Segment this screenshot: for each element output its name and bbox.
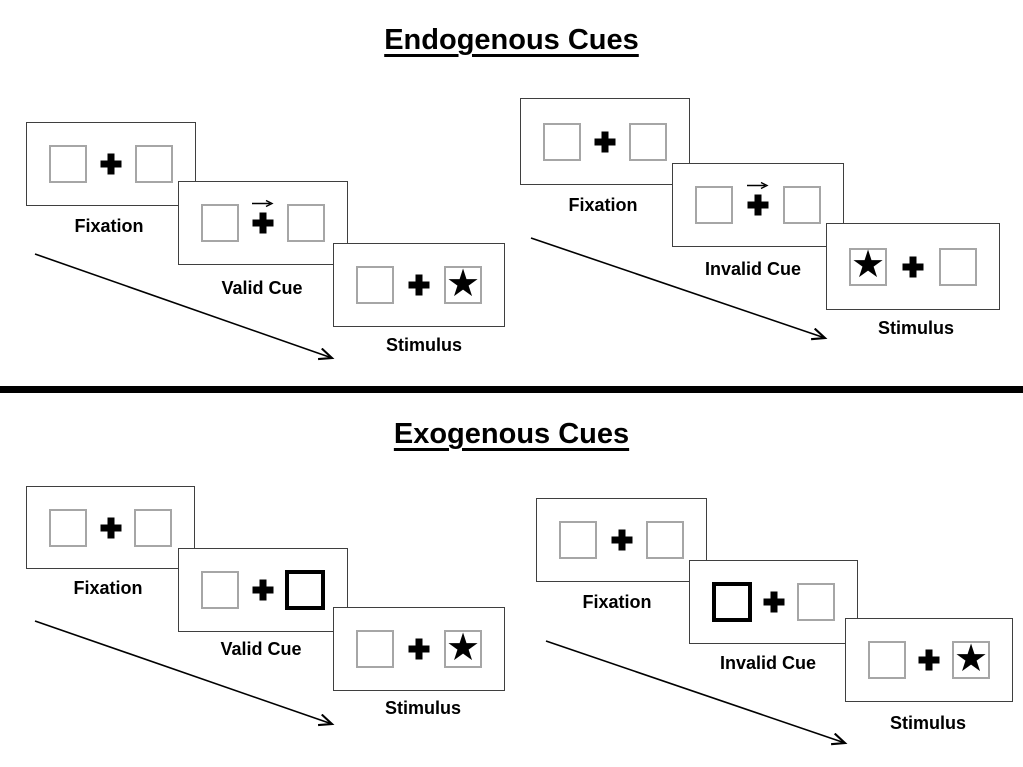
endogenous-valid-cue-panel xyxy=(178,181,348,265)
star-icon: ★ xyxy=(850,244,886,286)
exogenous-valid-cue-panel xyxy=(178,548,348,632)
exogenous-invalid-stimulus-panel: ★ xyxy=(845,618,1013,702)
fixation-cross-icon xyxy=(594,131,616,152)
right-placeholder-box xyxy=(135,145,173,183)
right-placeholder-box xyxy=(646,521,684,559)
left-placeholder-box xyxy=(559,521,597,559)
panel-label: Valid Cue xyxy=(221,278,303,298)
right-placeholder-box xyxy=(939,247,977,286)
sequence-timeline-arrow xyxy=(34,253,340,366)
panel-label: Fixation xyxy=(74,216,144,236)
fixation-cross-icon xyxy=(763,591,784,613)
endogenous-invalid-cue-panel xyxy=(672,163,844,247)
panel-label: Fixation xyxy=(73,578,143,598)
left-placeholder-box xyxy=(356,266,394,304)
left-cued-box xyxy=(712,582,752,622)
endogenous-valid-fixation-panel xyxy=(26,122,196,206)
right-placeholder-box xyxy=(797,583,835,621)
sequence-timeline-arrow xyxy=(530,237,831,346)
cue-arrow-icon xyxy=(747,181,769,190)
exogenous-invalid-cue-panel xyxy=(689,560,858,644)
panel-label: Stimulus xyxy=(385,335,462,355)
fixation-cross-icon xyxy=(747,194,769,216)
cue-arrow-icon xyxy=(252,199,274,208)
exogenous-valid-fixation-panel xyxy=(26,486,195,569)
right-cued-box xyxy=(285,570,325,610)
left-placeholder-box xyxy=(49,145,87,183)
section-title-endogenous: Endogenous Cues xyxy=(384,24,639,56)
fixation-cross-icon xyxy=(252,579,274,601)
left-placeholder-box xyxy=(868,641,906,679)
panel-label: Stimulus xyxy=(889,713,966,733)
star-icon: ★ xyxy=(445,626,481,669)
fixation-cross-icon xyxy=(100,153,122,175)
left-placeholder-box xyxy=(695,186,733,224)
left-stimulus-box: ★ xyxy=(849,244,887,286)
endogenous-valid-stimulus-panel: ★ xyxy=(333,243,505,327)
fixation-cross-icon xyxy=(408,274,430,296)
exogenous-invalid-fixation-panel xyxy=(536,498,707,582)
left-placeholder-box xyxy=(201,204,239,242)
fixation-cross-icon xyxy=(252,212,274,234)
endogenous-invalid-stimulus-panel: ★ xyxy=(826,223,1000,310)
panel-label: Stimulus xyxy=(384,698,461,718)
panel-label: Invalid Cue xyxy=(719,653,817,673)
left-placeholder-box xyxy=(49,508,87,547)
panel-label: Stimulus xyxy=(877,318,954,338)
fixation-cross-icon xyxy=(408,638,430,660)
exogenous-valid-stimulus-panel: ★ xyxy=(333,607,505,691)
fixation-cross-icon xyxy=(902,256,924,277)
left-placeholder-box xyxy=(356,630,394,668)
section-divider xyxy=(0,386,1023,393)
fixation-cross-icon xyxy=(100,517,121,538)
right-placeholder-box xyxy=(287,204,325,242)
right-stimulus-box: ★ xyxy=(444,262,482,305)
panel-label: Fixation xyxy=(568,195,638,215)
right-placeholder-box xyxy=(629,122,667,161)
right-placeholder-box xyxy=(134,508,172,547)
left-placeholder-box xyxy=(543,122,581,161)
right-stimulus-box: ★ xyxy=(952,637,990,680)
panel-label: Valid Cue xyxy=(220,639,302,659)
star-icon: ★ xyxy=(953,637,989,680)
endogenous-invalid-fixation-panel xyxy=(520,98,690,185)
fixation-cross-icon xyxy=(611,529,632,551)
sequence-timeline-arrow xyxy=(34,620,340,731)
right-placeholder-box xyxy=(783,186,821,224)
section-title-exogenous: Exogenous Cues xyxy=(393,418,630,450)
left-placeholder-box xyxy=(201,571,239,609)
panel-label: Fixation xyxy=(582,592,652,612)
fixation-cross-icon xyxy=(918,649,940,671)
star-icon: ★ xyxy=(445,262,481,305)
sequence-timeline-arrow xyxy=(545,640,853,750)
right-stimulus-box: ★ xyxy=(444,626,482,669)
panel-label: Invalid Cue xyxy=(704,259,802,279)
